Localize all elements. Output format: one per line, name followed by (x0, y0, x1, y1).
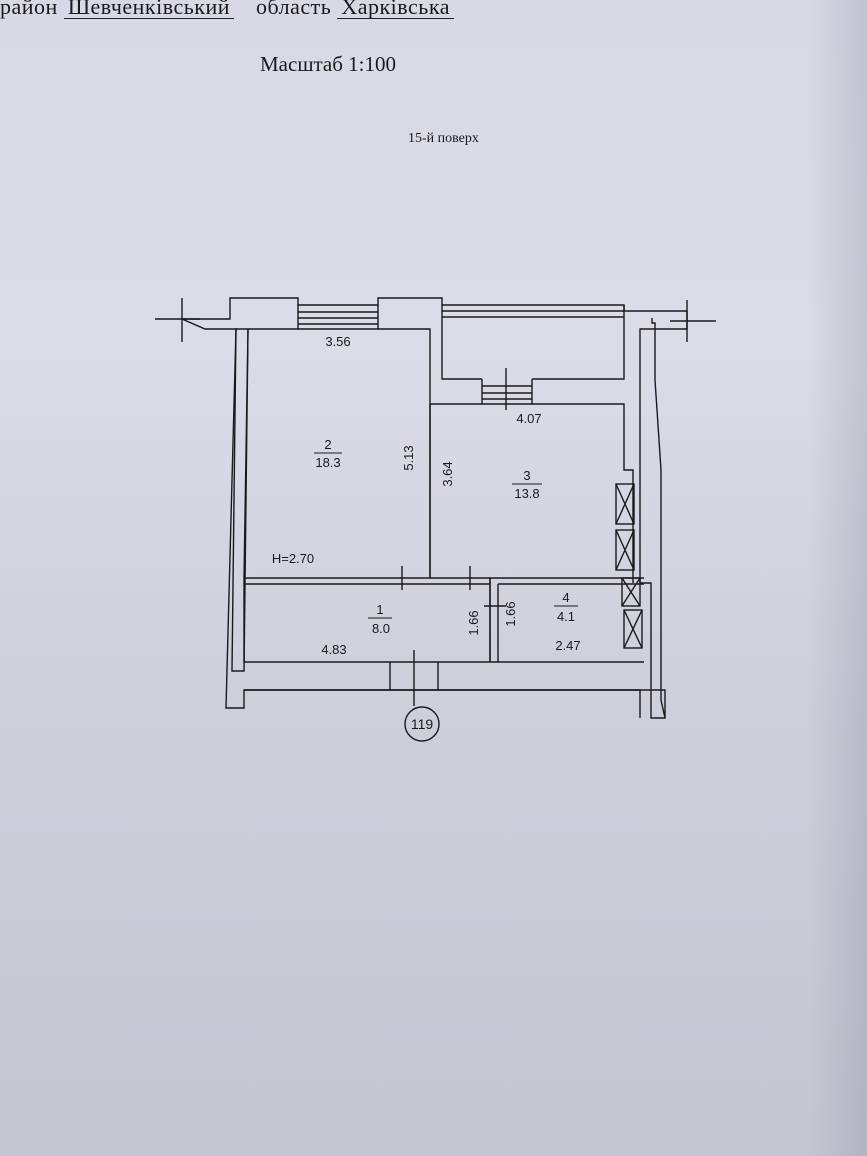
dim-room-1-width: 4.83 (321, 642, 346, 657)
walls (155, 297, 716, 742)
outer-wall (182, 297, 688, 719)
room-2-number: 2 (324, 437, 331, 452)
dim-room-2-length: 5.13 (401, 445, 416, 470)
room-3-number: 3 (523, 468, 530, 483)
vent-shaft-hatching (615, 483, 643, 649)
room-2-area: 18.3 (315, 455, 340, 470)
balcony (441, 305, 625, 380)
room-4-area: 4.1 (557, 609, 575, 624)
floor-label: 15-й поверх (408, 131, 479, 146)
apartment-badge (404, 706, 440, 742)
dim-room-2-width: 3.56 (325, 334, 350, 349)
district-label: район (0, 0, 58, 19)
door-balcony (481, 379, 533, 405)
apartment-number: 119 (411, 716, 434, 732)
inner-left-wall (231, 328, 249, 672)
room-3-area: 13.8 (514, 486, 539, 501)
window-top-left (297, 305, 379, 330)
room-4-walls (489, 577, 644, 663)
dim-room-3-length: 3.64 (440, 461, 455, 486)
region-value: Харківська (337, 0, 454, 19)
vent-shaft-4 (623, 609, 643, 649)
district-value: Шевченківський (63, 0, 235, 19)
region-label: область (256, 0, 332, 19)
dim-room-4-depth: 1.66 (503, 601, 518, 626)
entrance-door (389, 662, 439, 690)
outer-wall-bottom (244, 689, 641, 718)
dim-room-1-depth: 1.66 (466, 610, 481, 635)
vent-shaft-1 (615, 483, 635, 525)
room-3-walls (429, 403, 634, 583)
dim-room-3-width: 4.07 (516, 411, 541, 426)
scale-label: Масштаб 1:100 (260, 52, 397, 76)
outer-wall-right (651, 318, 666, 719)
room-1-number: 1 (376, 602, 383, 617)
vent-shaft-2 (615, 529, 635, 571)
room-4-number: 4 (562, 590, 569, 605)
ceiling-height: H=2.70 (272, 551, 314, 566)
dim-room-4-width: 2.47 (555, 638, 580, 653)
address-line: район Шевченківський область Харківська (0, 0, 454, 20)
room-1-area: 8.0 (372, 621, 390, 636)
corridor-walls (243, 577, 498, 663)
